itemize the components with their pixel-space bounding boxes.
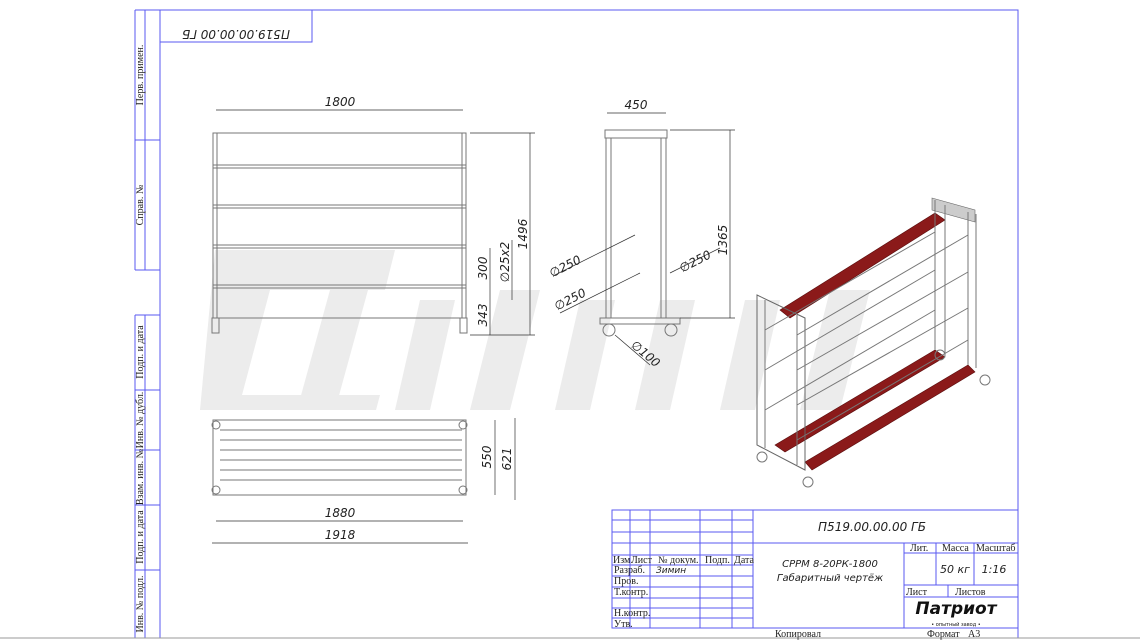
side-width-dim: 450 xyxy=(625,98,648,112)
copied-label: Копировал xyxy=(775,629,821,640)
company-logo: Патриот xyxy=(915,599,997,619)
lit-label: Лит. xyxy=(910,543,928,554)
front-width-dim: 1800 xyxy=(325,95,356,109)
sidebar-label: Подп. и дата xyxy=(135,325,146,379)
company-subtitle: • опытный завод • xyxy=(931,621,981,628)
top-view xyxy=(211,418,516,544)
row-norm-control: Н.контр. xyxy=(614,608,650,619)
shelf-spacing-dim: 300 xyxy=(476,256,490,279)
mass-value: 50 кг xyxy=(940,563,970,576)
title-block xyxy=(0,509,1140,639)
top-length-outer-dim: 1918 xyxy=(325,528,356,542)
sidebar-label: Взам. инв. № xyxy=(135,449,146,505)
top-depth-outer-dim: 621 xyxy=(500,448,514,471)
sidebar-label: Перв. примен. xyxy=(135,45,146,106)
sheet-label: Лист xyxy=(906,587,928,598)
row-developer: Разраб. xyxy=(614,565,645,576)
format-label: Формат xyxy=(927,629,960,640)
sidebar-label: Инв. № дубл. xyxy=(135,392,146,449)
isometric-view xyxy=(756,197,991,488)
drawing-type: Габаритный чертёж xyxy=(777,572,883,584)
developer-name: Зимин xyxy=(656,566,686,576)
row-checked: Пров. xyxy=(614,576,638,587)
diameter-dim: ∅250 xyxy=(677,247,713,275)
mass-label: Масса xyxy=(942,543,969,554)
product-name: СРРМ 8-20РК-1800 xyxy=(782,559,878,570)
header-list: Лист xyxy=(631,555,653,566)
header-date: Дата xyxy=(734,555,754,566)
side-height-dim: 1365 xyxy=(716,225,730,256)
scale-label: Масштаб xyxy=(976,543,1016,554)
watermark-logo xyxy=(200,250,870,410)
front-view xyxy=(211,109,535,336)
header-doc-no: № докум. xyxy=(658,555,699,566)
sheets-label: Листов xyxy=(955,587,986,598)
side-view xyxy=(554,112,735,366)
scale-value: 1:16 xyxy=(982,563,1007,576)
sidebar-label: Инв. № подл. xyxy=(135,576,146,633)
document-code: П519.00.00.00 ГБ xyxy=(818,520,926,534)
mirrored-document-code: П519.00.00.00 ГБ xyxy=(182,27,290,41)
sidebar-label: Справ. № xyxy=(135,185,146,226)
header-sign: Подп. xyxy=(705,555,730,566)
front-height-dim: 1496 xyxy=(516,218,530,249)
bottom-dim: 343 xyxy=(476,304,490,327)
format-value: A3 xyxy=(968,629,980,640)
diameter-dim: ∅250 xyxy=(547,252,583,280)
top-length-inner-dim: 1880 xyxy=(325,506,356,520)
header-izm: Изм xyxy=(613,555,631,566)
sidebar-label: Подп. и дата xyxy=(135,510,146,564)
top-depth-inner-dim: 550 xyxy=(480,445,494,468)
row-tech-control: Т.контр. xyxy=(614,587,648,598)
row-approved: Утв. xyxy=(614,619,633,630)
pipe-dim: ∅25x2 xyxy=(498,242,512,282)
